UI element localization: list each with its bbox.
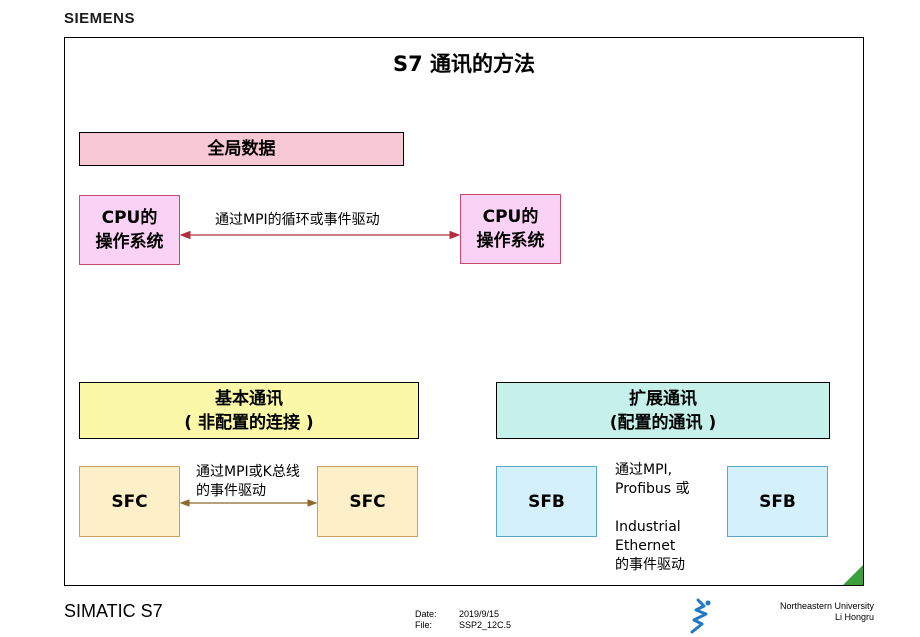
sfb-desc-line6: 的事件驱动 (615, 557, 685, 573)
date-value: 2019/9/15 (459, 609, 500, 619)
slide-title: S7 通讯的方法 (392, 52, 536, 76)
author-name: Li Hongru (834, 612, 874, 622)
slide-frame: S7 通讯的方法 全局数据 CPU的 操作系统 CPU的 操作系统 通过MPI的… (64, 37, 864, 586)
cpu-right-line2: 操作系统 (476, 231, 545, 251)
cpu-right-line1: CPU的 (482, 207, 539, 227)
file-value: SSP2_12C.5 (459, 620, 512, 630)
cpu-double-arrow (179, 230, 461, 240)
sfb-desc-line5: Ethernet (615, 538, 676, 554)
basic-line1: 基本通讯 (215, 388, 283, 409)
footer-meta-keys: Date: File: (415, 609, 437, 631)
connector-arrows (179, 230, 461, 507)
global-data-box: 全局数据 (79, 132, 404, 166)
product-name: SIMATIC S7 (64, 601, 163, 621)
siemens-logo: SIEMENS (64, 10, 136, 27)
sfc-right-box: SFC (317, 466, 418, 537)
footer-meta-values: 2019/9/15 SSP2_12C.5 (459, 609, 511, 631)
sfc-arrow-label: 通过MPI或K总线 的事件驱动 (196, 463, 300, 501)
sfb-desc-line4: Industrial (615, 519, 681, 535)
university-block: Northeastern University Li Hongru (780, 601, 874, 623)
sfb-description: 通过MPI, Profibus 或 Industrial Ethernet 的事… (615, 461, 690, 575)
sfb-desc-line1: 通过MPI, (615, 462, 673, 478)
corner-marker (843, 565, 863, 585)
cpu-left-line1: CPU的 (101, 208, 158, 228)
sfc-arrow-label-line1: 通过MPI或K总线 (196, 464, 300, 480)
sfb-left-box: SFB (496, 466, 597, 537)
basic-communication-box: 基本通讯 ( 非配置的连接 ) (79, 382, 419, 439)
university-emblem-icon (690, 598, 711, 634)
sfb-desc-line2: Profibus 或 (615, 481, 690, 497)
date-key: Date: (415, 609, 437, 619)
basic-line2: ( 非配置的连接 ) (184, 412, 314, 433)
cpu-os-left-box: CPU的 操作系统 (79, 195, 180, 265)
sfc-left-box: SFC (79, 466, 180, 537)
university-name: Northeastern University (779, 601, 874, 611)
cpu-os-right-box: CPU的 操作系统 (460, 194, 561, 264)
sfc-arrow-label-line2: 的事件驱动 (196, 483, 266, 499)
file-key: File: (415, 620, 433, 630)
sfb-right-box: SFB (727, 466, 828, 537)
sfc-double-arrow (179, 499, 318, 507)
cpu-arrow-label: 通过MPI的循环或事件驱动 (215, 212, 380, 228)
cpu-left-line2: 操作系统 (95, 232, 164, 252)
extended-line1: 扩展通讯 (629, 388, 697, 409)
extended-line2: (配置的通讯 ) (609, 412, 717, 433)
extended-communication-box: 扩展通讯 (配置的通讯 ) (496, 382, 830, 439)
